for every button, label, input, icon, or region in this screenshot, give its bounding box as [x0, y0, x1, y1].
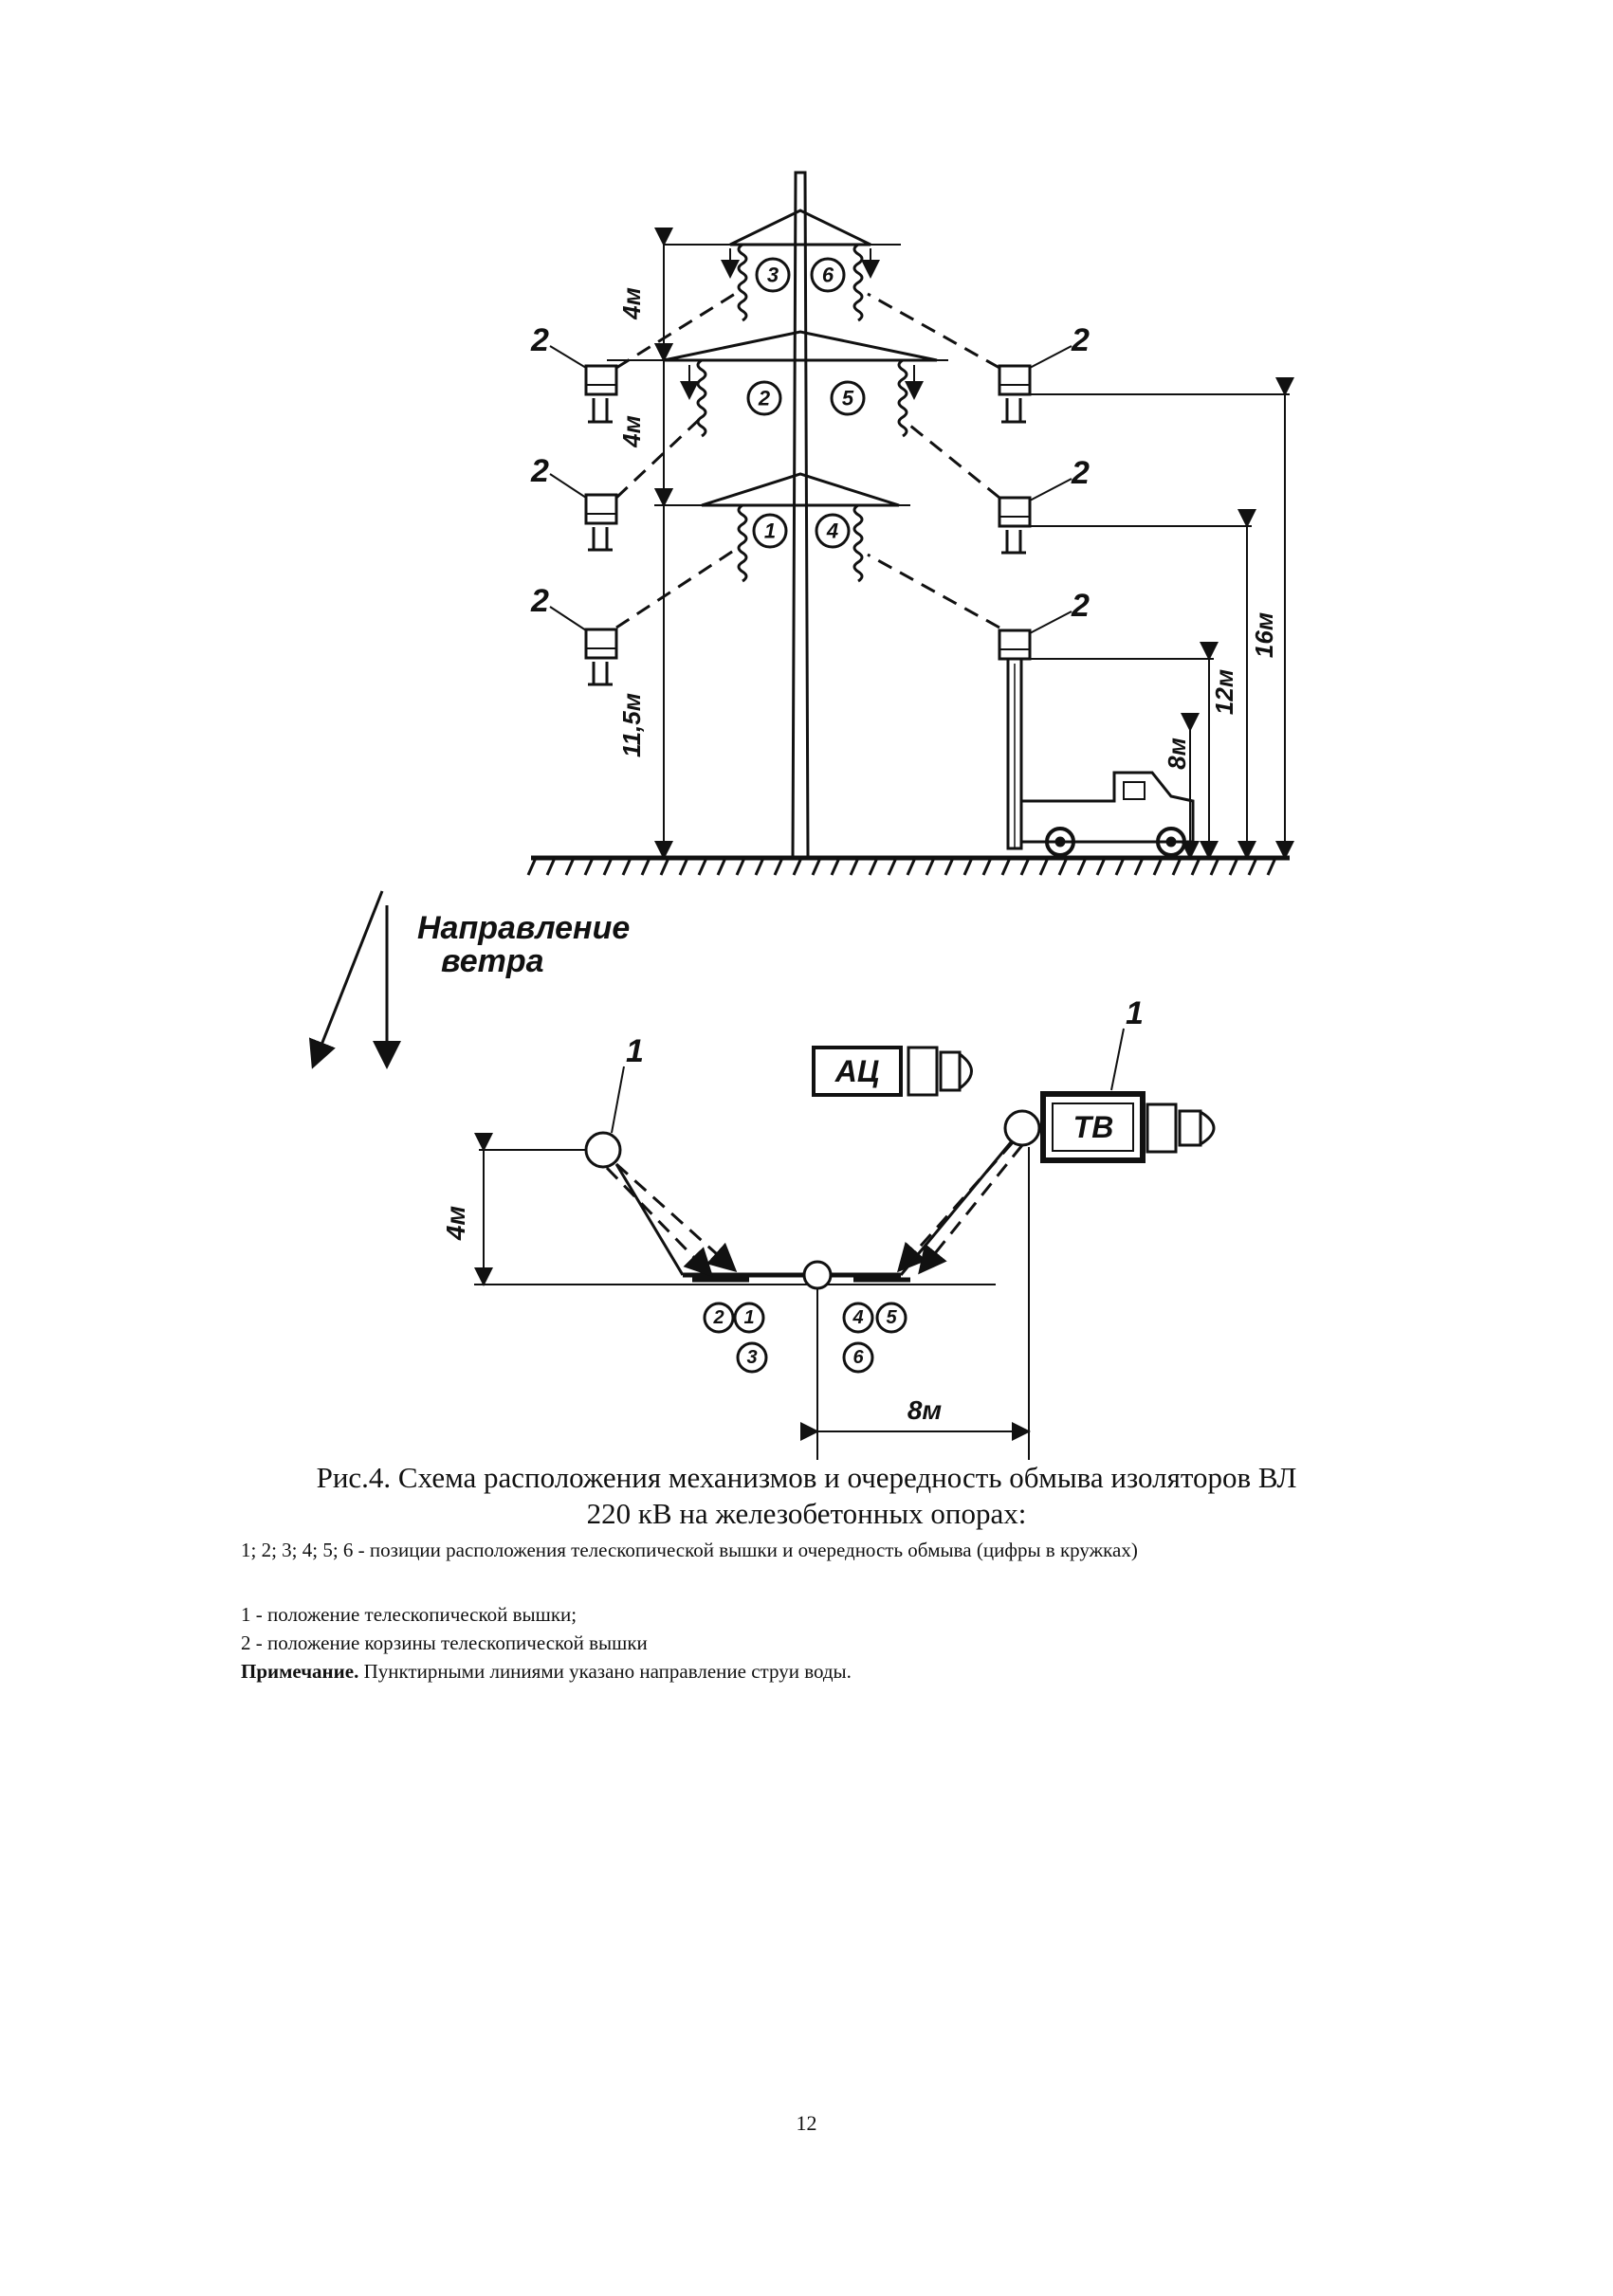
cross-arm-middle	[607, 330, 948, 362]
legend-item-tower: 1 - положение телескопической вышки;	[241, 1603, 577, 1626]
dim-label-8m: 8м	[1163, 738, 1191, 770]
plan-circle-6	[842, 1341, 874, 1374]
plan-label-5: 5	[886, 1307, 897, 1328]
cross-arm-bottom	[654, 472, 910, 507]
basket-right-middle	[998, 496, 1032, 555]
wash-order-label-5: 5	[842, 387, 854, 410]
concrete-pole	[791, 171, 810, 859]
telescopic-tower-elevation	[1006, 657, 1023, 850]
plan-circle-5	[875, 1302, 907, 1334]
wind-direction-arrows	[308, 890, 401, 1069]
note: Примечание. Пунктирными линиями указано …	[241, 1659, 1407, 1685]
wash-order-circle-5	[830, 380, 866, 416]
water-jets-plan	[605, 1141, 1024, 1278]
telescopic-tower-right	[1003, 1109, 1041, 1147]
wash-order-circle-3	[755, 257, 791, 293]
legend-item-positions: 1; 2; 3; 4; 5; 6 - позиции расположения …	[241, 1539, 1138, 1561]
callout-basket-right-middle: 2	[1071, 455, 1090, 491]
figure-caption-line1: Рис.4. Схема расположения механизмов и о…	[316, 1461, 1297, 1494]
dim-label-12m: 12м	[1210, 669, 1238, 715]
truck-elevation	[1019, 771, 1195, 857]
callout-basket-right-bottom: 2	[1071, 588, 1090, 624]
wash-order-label-3: 3	[767, 264, 779, 287]
callout-basket-left-bottom: 2	[530, 583, 549, 619]
wash-order-circles-elevation	[746, 257, 866, 549]
plan-label-4: 4	[852, 1307, 863, 1328]
truck-tv	[1040, 1091, 1216, 1163]
telescopic-tower-left	[584, 1131, 622, 1169]
truck-ac-label: АЦ	[834, 1054, 879, 1088]
basket-right-bottom	[998, 629, 1032, 661]
pole-plan	[802, 1260, 833, 1290]
truck-ac	[812, 1046, 973, 1097]
figure-caption-line2: 220 кВ на железобетонных опорах:	[586, 1497, 1027, 1530]
elevation-view	[526, 171, 1294, 876]
wash-order-label-1: 1	[764, 519, 776, 543]
plan-circle-4	[842, 1302, 874, 1334]
page-number: 12	[796, 2111, 817, 2135]
plan-label-2: 2	[712, 1307, 724, 1328]
wind-label-line2: ветра	[441, 943, 544, 979]
legend-item-basket: 2 - положение корзины телескопической вы…	[241, 1631, 648, 1654]
truck-tv-label: ТВ	[1073, 1110, 1114, 1144]
note-label: Примечание.	[241, 1660, 359, 1683]
plan-label-3: 3	[746, 1347, 757, 1368]
plan-label-1: 1	[743, 1307, 754, 1328]
dimension-lines	[654, 228, 1294, 860]
wash-order-circle-6	[810, 257, 846, 293]
wash-order-circle-4	[815, 513, 851, 549]
plan-view	[474, 1028, 1216, 1460]
callout-basket-right-top: 2	[1071, 322, 1090, 358]
wash-order-label-4: 4	[826, 519, 838, 543]
callout-tower-left: 1	[626, 1033, 644, 1069]
plan-circle-1	[733, 1302, 765, 1334]
dim-label-4m-middle: 4м	[617, 415, 646, 448]
wash-order-circle-1	[752, 513, 788, 549]
ground-line	[526, 855, 1290, 876]
plan-circle-2	[703, 1302, 735, 1334]
wash-order-label-6: 6	[822, 264, 834, 287]
cross-arm-top	[664, 209, 901, 246]
dim-label-4m-top: 4м	[617, 287, 646, 320]
wash-order-circle-2	[746, 380, 782, 416]
note-text: Пунктирными линиями указано направление …	[358, 1660, 852, 1683]
dim-label-11-5m: 11,5м	[617, 693, 646, 757]
wash-order-label-2: 2	[758, 387, 771, 410]
callout-tower-right: 1	[1126, 995, 1144, 1031]
basket-left-middle	[584, 493, 618, 552]
basket-left-top	[584, 364, 618, 424]
callout-basket-left-middle: 2	[530, 453, 549, 489]
wind-label-line1: Направление	[417, 910, 630, 946]
dim-label-8m-plan: 8м	[907, 1395, 943, 1425]
callout-basket-left-top: 2	[530, 322, 549, 358]
insulator-strings	[680, 243, 924, 583]
plan-label-6: 6	[852, 1347, 864, 1368]
figure-diagram: 3 6 2 5 1 4 2 2 2 2 2 2 4м 4м 11,5м 8м 1…	[308, 171, 1294, 1460]
dim-label-16m: 16м	[1250, 612, 1278, 658]
basket-right-top	[998, 364, 1032, 424]
dim-label-4m-plan: 4м	[441, 1206, 470, 1242]
plan-circle-3	[736, 1341, 768, 1374]
basket-left-bottom	[584, 628, 618, 686]
